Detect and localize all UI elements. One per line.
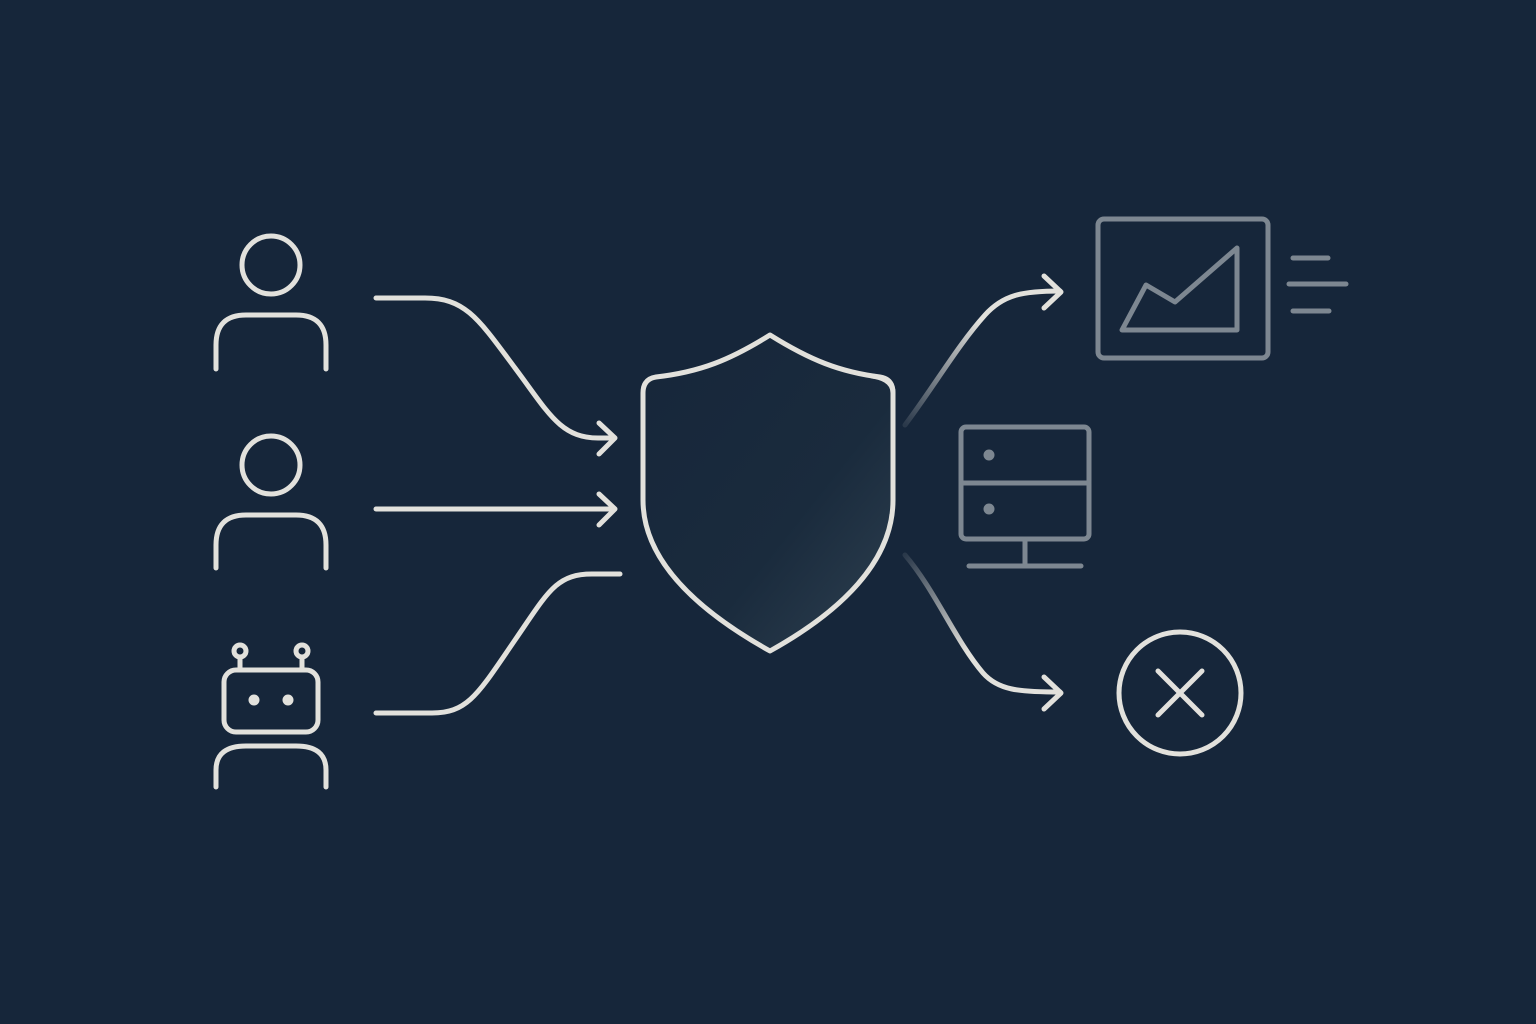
robot-icon <box>213 642 329 790</box>
arrow-shield-to-blocked <box>902 552 1064 712</box>
user-icon <box>213 433 329 571</box>
arrow-shield-to-dashboard <box>902 273 1064 428</box>
user-icon <box>213 233 329 372</box>
server-icon <box>958 424 1092 569</box>
arrow-robot-to-shield <box>373 571 623 716</box>
chart-dashboard-icon <box>1095 216 1349 361</box>
arrow-user1-to-shield <box>373 295 618 457</box>
arrow-user2-to-shield <box>373 491 618 528</box>
blocked-x-circle-icon <box>1116 629 1244 757</box>
shield-icon <box>640 332 896 654</box>
